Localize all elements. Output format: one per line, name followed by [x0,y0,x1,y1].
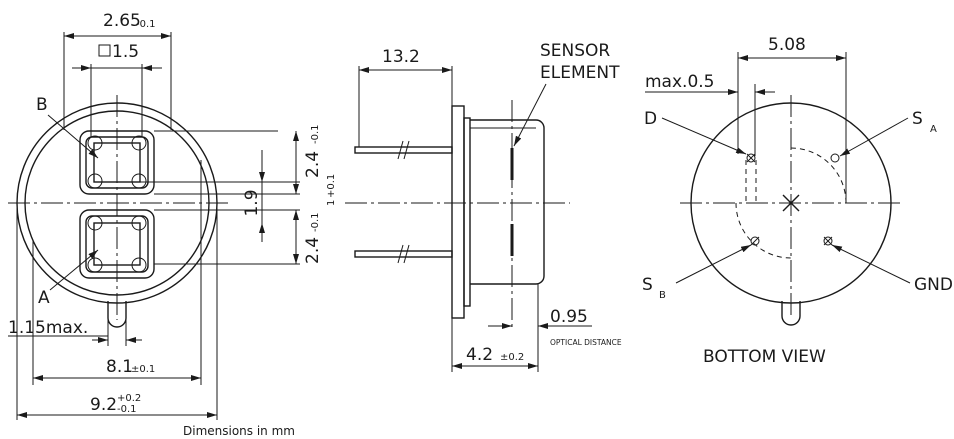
square-symbol-icon [98,44,111,57]
dim-15: 1.5 [112,42,139,62]
bottom-view-title: BOTTOM VIEW [703,347,826,367]
gnd-label: GND [914,275,953,295]
footer-note: Dimensions in mm [183,424,295,438]
top-view: 2.65 -0.1 1.5 B A 1.9 2.4 -0.1 1 +0.1 [8,11,337,420]
pin-lower [354,250,453,258]
dim-92-tol-down: -0.1 [117,404,137,415]
dim-42: 4.2 [466,345,493,365]
element-a-window [93,222,141,266]
pin-d-label: D [644,109,657,129]
element-a-inner [85,215,149,273]
pin-sa-mark [830,153,840,163]
element-b-outer [79,130,155,195]
pin-sb-sub: B [659,290,666,301]
dim-132: 13.2 [382,47,420,67]
dim-265-tol: -0.1 [136,19,156,30]
dim-1: 1 [326,200,337,206]
flange [451,105,465,319]
pin-a-label: A [38,288,50,308]
dim-24-upper: 2.4 [303,151,323,178]
sensor-label-1: SENSOR [540,41,610,61]
element-a-outer [79,209,155,279]
pin-upper [354,146,453,154]
optical-distance-label: OPTICAL DISTANCE [550,338,622,347]
pin-b-label: B [36,95,48,115]
pin-sa-sub: A [930,124,937,135]
element-b-inner [85,136,149,189]
dim-19: 1.9 [242,189,262,216]
element-b-window [93,142,141,183]
pin-sa-label: S [912,109,923,129]
pin-sb-label: S [642,275,653,295]
dim-115max: 1.15max. [8,318,88,338]
dim-24-lower: 2.4 [303,237,323,264]
max-05-label: max.0.5 [645,72,714,92]
bottom-tab [781,301,801,326]
dim-24-upper-tol: -0.1 [310,124,321,144]
dim-095: 0.95 [550,307,588,327]
cap-body [470,119,545,285]
dim-508: 5.08 [768,35,806,55]
bottom-view: 5.08 max.0.5 D S A S B GND BOTTOM VIEW [642,35,953,367]
dim-81-tol: ±0.1 [131,364,155,375]
dim-265: 2.65 [103,11,141,31]
dim-92: 9.2 [90,395,117,415]
dim-92-tol-up: +0.2 [117,393,141,404]
dim-24-lower-tol: -0.1 [310,212,321,232]
sensor-label-2: ELEMENT [540,63,620,83]
dim-42-tol: ±0.2 [500,352,524,363]
dim-1-tol: +0.1 [326,174,337,198]
dim-81: 8.1 [106,357,133,377]
side-view: 13.2 SENSOR ELEMENT 0.95 OPTICAL DISTANC… [345,41,622,372]
